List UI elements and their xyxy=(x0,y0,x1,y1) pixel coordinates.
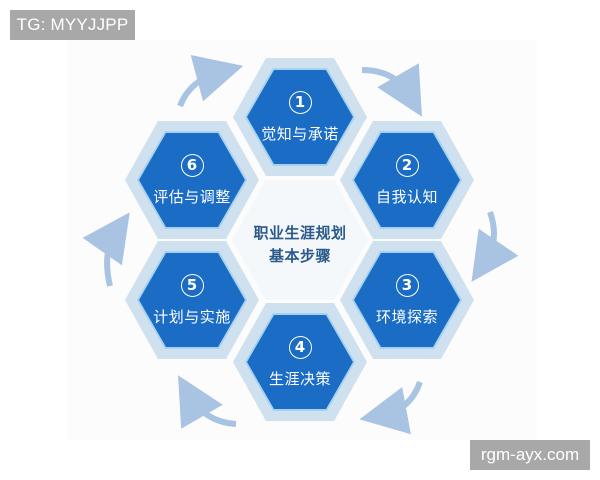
step-number-badge: 4 xyxy=(288,335,312,359)
center-title: 职业生涯规划 基本步骤 xyxy=(230,222,370,268)
step-4-hexagon: 4 生涯决策 xyxy=(233,303,367,421)
step-5-hexagon: 5 计划与实施 xyxy=(125,241,259,359)
hexagon-shape xyxy=(233,58,367,176)
arrow-6-to-1-icon xyxy=(177,55,244,108)
step-label: 计划与实施 xyxy=(153,307,231,326)
center-hexagon xyxy=(232,180,368,300)
hexagon-shape xyxy=(125,121,259,239)
center-title-line-1: 职业生涯规划 xyxy=(253,224,347,242)
step-label: 评估与调整 xyxy=(153,187,231,206)
hexagon-shape xyxy=(125,241,259,359)
step-6-hexagon: 6 评估与调整 xyxy=(125,121,259,239)
arrow-3-to-4-icon xyxy=(359,380,423,435)
top-left-tag-badge: TG: MYYJJPP xyxy=(10,10,135,40)
step-number-badge: 1 xyxy=(288,90,312,114)
arrow-2-to-3-icon xyxy=(471,210,519,282)
step-1-hexagon: 1 觉知与承诺 xyxy=(233,58,367,176)
hexagon-shape xyxy=(233,303,367,421)
step-number-badge: 5 xyxy=(180,273,204,297)
step-number-badge: 2 xyxy=(395,153,419,177)
hexagon-shape xyxy=(340,241,474,359)
step-label: 生涯决策 xyxy=(268,369,331,388)
step-label: 环境探索 xyxy=(375,307,438,326)
arrow-1-to-2-icon xyxy=(361,63,423,117)
step-number-badge: 6 xyxy=(180,153,204,177)
arrow-5-to-6-icon xyxy=(82,212,130,287)
step-2-hexagon: 2 自我认知 xyxy=(340,121,474,239)
step-label: 觉知与承诺 xyxy=(261,124,339,143)
center-title-line-2: 基本步骤 xyxy=(268,247,331,265)
hexagon-shape xyxy=(340,121,474,239)
step-label: 自我认知 xyxy=(375,187,438,206)
watermark-badge: rgm-ayx.com xyxy=(470,440,590,470)
step-3-hexagon: 3 环境探索 xyxy=(340,241,474,359)
step-number-badge: 3 xyxy=(395,273,419,297)
arrow-4-to-5-icon xyxy=(177,375,237,429)
